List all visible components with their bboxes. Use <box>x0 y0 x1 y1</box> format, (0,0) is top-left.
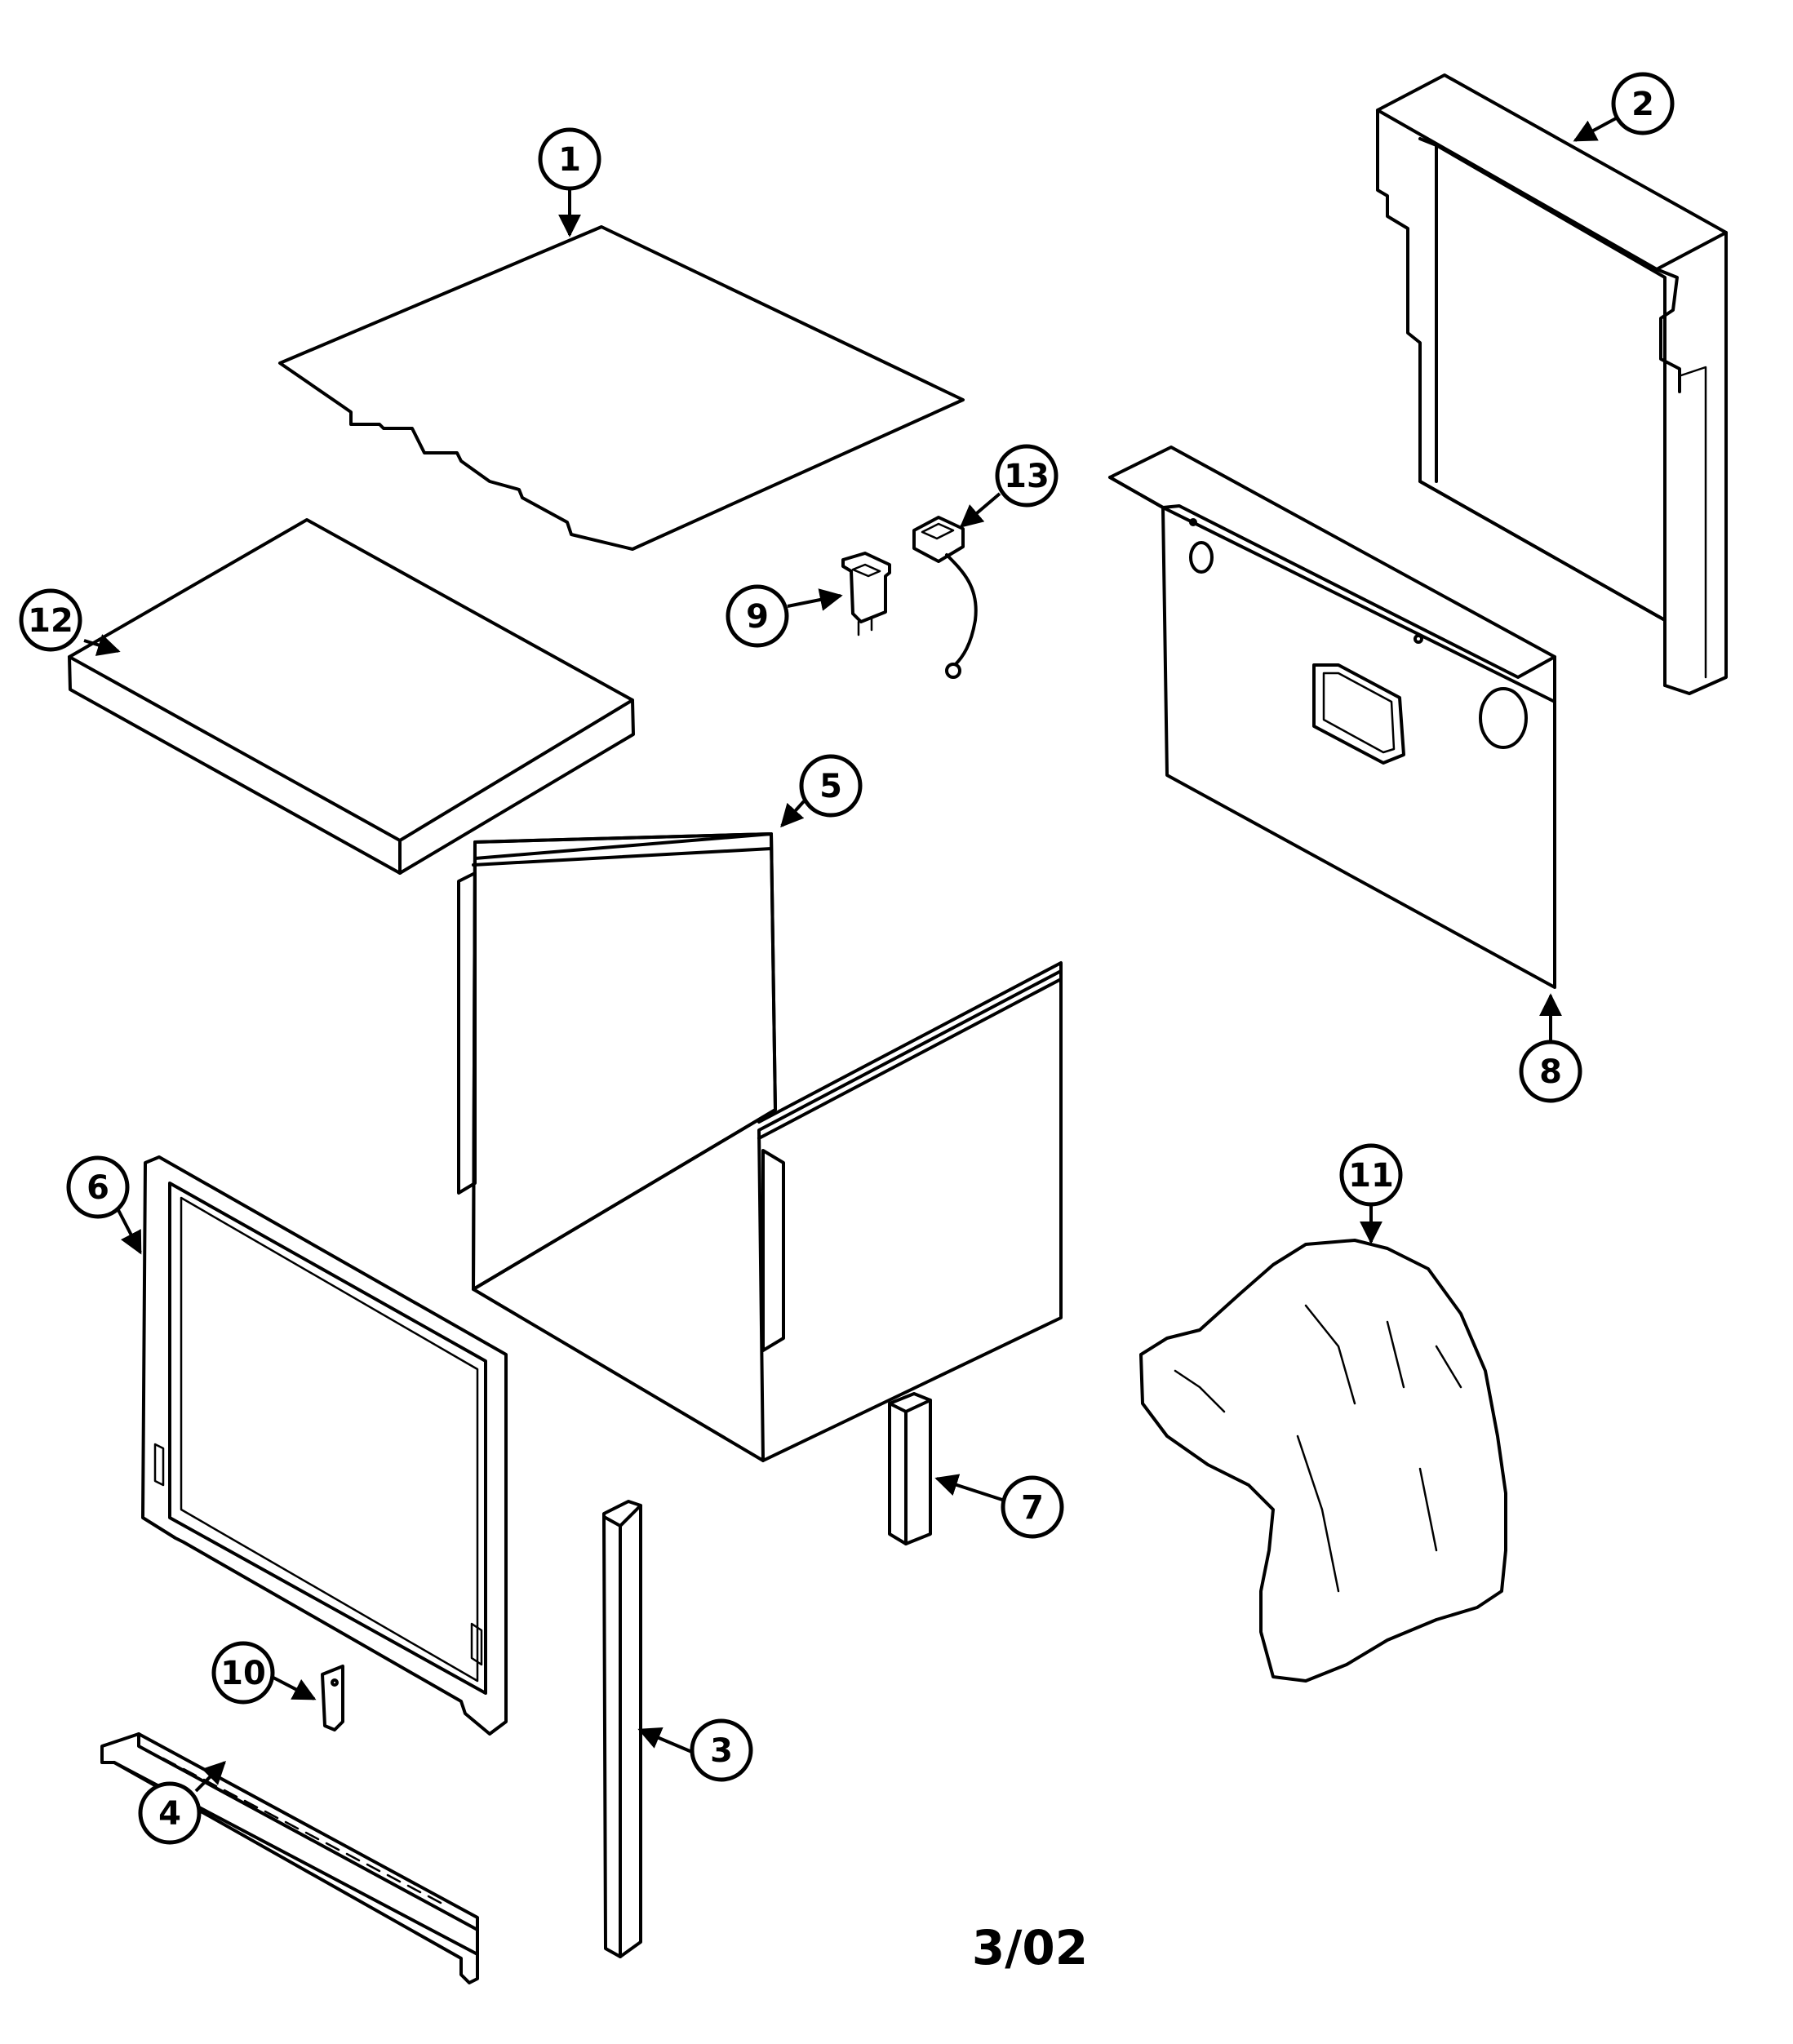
bracket <box>321 1665 344 1731</box>
callout-2-label: 2 <box>1631 86 1654 123</box>
callout-10-label: 10 <box>220 1655 266 1692</box>
callout-4-label: 4 <box>158 1795 181 1833</box>
callout-3-label: 3 <box>710 1732 733 1770</box>
top-panel <box>278 225 965 551</box>
side-panels <box>457 832 1063 1462</box>
callout-13-label: 13 <box>1004 458 1050 495</box>
callout-1: 1 <box>538 127 601 191</box>
front-frame <box>141 1155 508 1736</box>
callout-12: 12 <box>19 588 82 652</box>
callout-9-label: 9 <box>746 598 769 636</box>
bottom-vent-rail <box>100 1732 479 1984</box>
switch-with-lead <box>912 516 978 679</box>
insulation-pad <box>68 518 635 875</box>
callout-4: 4 <box>138 1781 202 1845</box>
callout-13: 13 <box>995 444 1058 508</box>
callout-10: 10 <box>211 1641 275 1705</box>
callout-12-label: 12 <box>28 602 73 640</box>
callout-5-label: 5 <box>819 768 842 805</box>
callout-1-label: 1 <box>558 141 581 179</box>
callout-7-label: 7 <box>1021 1489 1044 1527</box>
insulation <box>1139 1239 1507 1683</box>
callout-2: 2 <box>1611 72 1675 135</box>
leader-lines <box>83 116 1618 1793</box>
callout-9: 9 <box>726 584 789 648</box>
rear-panel <box>1108 446 1556 989</box>
switch <box>841 552 891 636</box>
revision-date: 3/02 <box>972 1920 1088 1975</box>
rear-frame <box>1376 73 1728 695</box>
callout-11-label: 11 <box>1348 1157 1394 1195</box>
callout-8-label: 8 <box>1539 1053 1562 1091</box>
side-trim-long <box>602 1500 642 1958</box>
callout-3: 3 <box>690 1718 753 1782</box>
callout-6-label: 6 <box>87 1169 109 1207</box>
callout-5: 5 <box>799 754 863 818</box>
callout-8: 8 <box>1519 1040 1582 1103</box>
side-trim-short <box>888 1392 932 1545</box>
callout-11: 11 <box>1339 1143 1403 1207</box>
callout-6: 6 <box>66 1155 130 1219</box>
callout-7: 7 <box>1001 1475 1064 1539</box>
